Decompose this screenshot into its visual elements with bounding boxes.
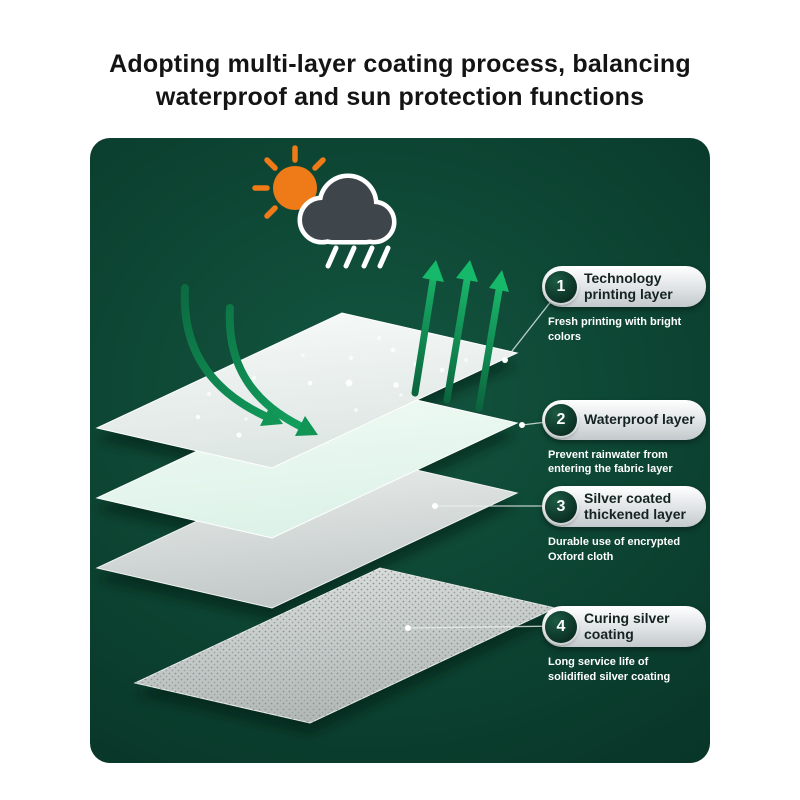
callout-title: Curing silver coating	[584, 610, 670, 642]
callout-curing-silver-coating: 4 Curing silver coating Long service lif…	[542, 606, 706, 684]
callout-technology-printing-layer: 1 Technology printing layer Fresh printi…	[542, 266, 706, 344]
callout-silver-coated-layer: 3 Silver coated thickened layer Durable …	[542, 486, 706, 564]
callout-number-badge: 1	[545, 270, 577, 303]
breathability-arrows	[411, 260, 509, 412]
callout-pill: 3 Silver coated thickened layer	[542, 486, 706, 528]
weather-icon	[252, 145, 397, 269]
callout-pill: 4 Curing silver coating	[542, 606, 706, 648]
sun-icon	[252, 145, 326, 219]
cloud-icon	[297, 173, 397, 245]
callout-description: Durable use of encrypted Oxford cloth	[548, 536, 681, 563]
infographic-panel: 1 Technology printing layer Fresh printi…	[90, 138, 710, 763]
callout-title: Silver coated thickened layer	[584, 490, 686, 522]
callout-number-badge: 4	[545, 610, 577, 643]
rain-icon	[325, 245, 391, 269]
page-title: Adopting multi-layer coating process, ba…	[109, 50, 691, 111]
rain-arrows	[180, 284, 318, 436]
layer-sheet-1	[95, 312, 519, 469]
callout-title: Technology printing layer	[584, 270, 673, 302]
callout-pill: 2 Waterproof layer	[542, 400, 706, 440]
callout-number-badge: 3	[545, 490, 577, 523]
layers-illustration	[95, 145, 564, 735]
callout-description: Long service life of solidified silver c…	[548, 656, 671, 683]
callout-pill: 1 Technology printing layer	[542, 266, 706, 308]
callout-description: Prevent rainwater from entering the fabr…	[548, 449, 673, 476]
callout-description: Fresh printing with bright colors	[548, 316, 682, 343]
leader-dots	[405, 357, 525, 631]
callout-waterproof-layer: 2 Waterproof layer Prevent rainwater fro…	[542, 400, 706, 477]
callout-title: Waterproof layer	[584, 411, 695, 428]
callout-number-badge: 2	[545, 404, 577, 436]
